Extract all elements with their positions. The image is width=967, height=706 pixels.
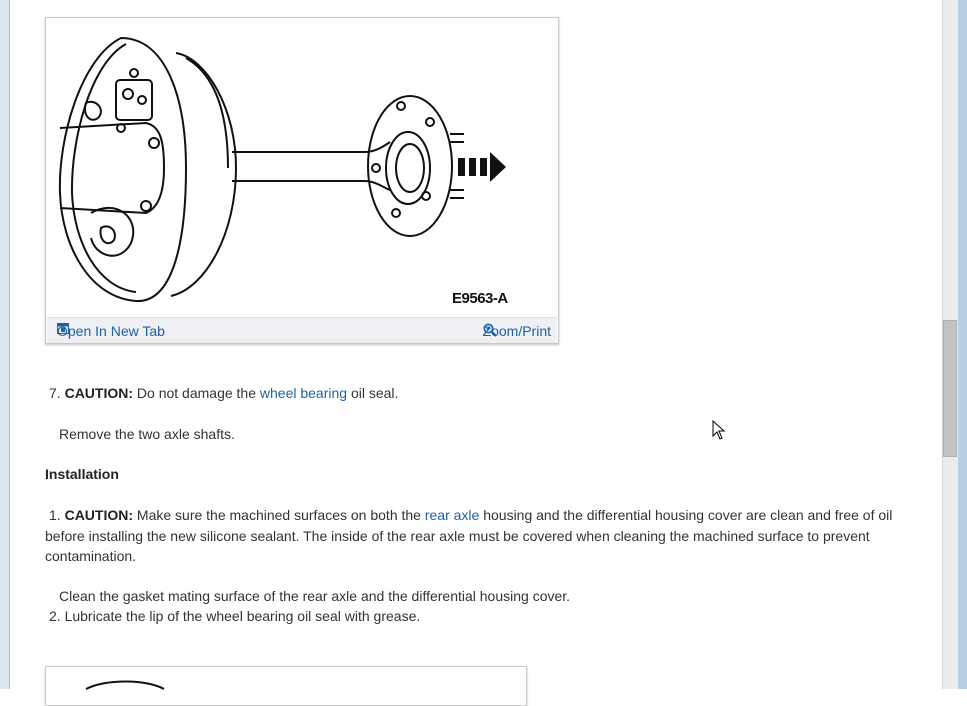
wheel-bearing-link[interactable]: wheel bearing: [259, 385, 348, 401]
install-step-1-caution: CAUTION:: [64, 507, 134, 523]
window-left-frame: [0, 0, 10, 689]
step-7: 7. CAUTION: Do not damage the wheel bear…: [49, 383, 398, 403]
figure-code: E9563-A: [452, 290, 508, 307]
install-step-1-line-2: before installing the new silicone seala…: [45, 528, 870, 544]
zoom-icon: [483, 323, 497, 337]
install-step-2: 2. Lubricate the lip of the wheel bearin…: [49, 606, 420, 626]
figure-toolbar: Open In New Tab Zoom/Print: [47, 317, 557, 343]
step-7-text-pre: Do not damage the: [133, 385, 260, 401]
install-step-1-number: 1.: [49, 507, 61, 523]
install-step-2-number: 2.: [49, 608, 61, 624]
new-tab-icon: [57, 323, 69, 334]
install-step-1-text-pre: Make sure the machined surfaces on both …: [133, 507, 425, 523]
oil-seal-diagram: [85, 680, 165, 690]
step-7-caution: CAUTION:: [64, 385, 134, 401]
axle-shaft-diagram: [58, 36, 506, 303]
step-7-text-post: oil seal.: [347, 385, 399, 401]
vertical-scrollbar-thumb[interactable]: [943, 320, 957, 457]
installation-heading: Installation: [45, 466, 119, 482]
install-step-1-line-3: contamination.: [45, 548, 137, 564]
open-in-new-tab-label: Open In New Tab: [57, 323, 165, 339]
install-step-2-text: Lubricate the lip of the wheel bearing o…: [64, 608, 421, 624]
axle-shaft-figure: E9563-A Open In New Tab Zoom/Print: [45, 17, 559, 344]
mouse-pointer-icon: [712, 420, 726, 440]
zoom-print-label: Zoom/Print: [482, 323, 551, 339]
open-in-new-tab-link[interactable]: Open In New Tab: [57, 323, 165, 339]
install-step-1-instruction: Clean the gasket mating surface of the r…: [59, 588, 571, 604]
zoom-print-link[interactable]: Zoom/Print: [483, 323, 551, 339]
step-7-instruction: Remove the two axle shafts.: [59, 426, 235, 442]
oil-seal-figure: [45, 666, 527, 706]
window-right-frame: [958, 0, 967, 689]
step-7-number: 7.: [49, 385, 61, 401]
install-step-1-text-post: housing and the differential housing cov…: [479, 507, 893, 523]
rear-axle-link[interactable]: rear axle: [424, 507, 480, 523]
install-step-1-line-1: 1. CAUTION: Make sure the machined surfa…: [49, 505, 892, 525]
